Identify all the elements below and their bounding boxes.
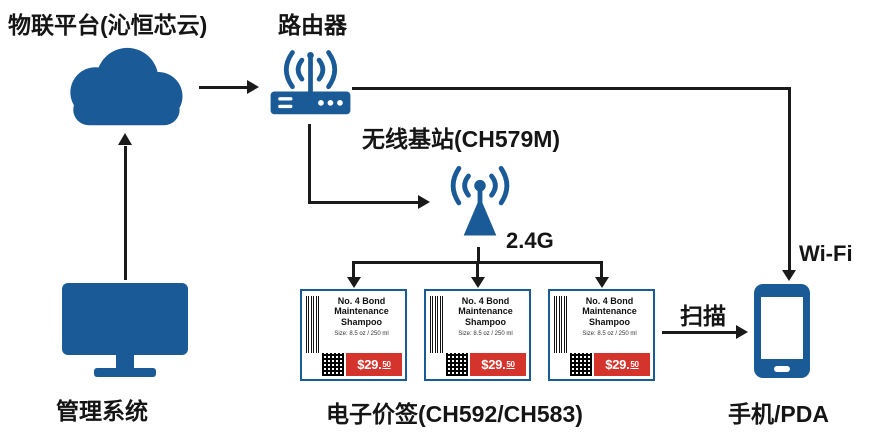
arrow-management-to-cloud-line (124, 146, 127, 280)
arrow-cloud-to-router-head (247, 80, 259, 94)
tag-price: $29.50 (346, 353, 402, 376)
tag-product-title: No. 4 Bond Maintenance Shampoo (334, 296, 389, 327)
arrow-router-to-phone-vline (788, 87, 791, 273)
arrow-bus-to-tag2-head (471, 277, 485, 288)
phone-icon (750, 282, 814, 380)
tag-product-size: Size: 8.5 oz / 250 ml (458, 331, 513, 337)
basestation-label: 无线基站(CH579M) (362, 126, 561, 152)
barcode-icon (306, 296, 319, 353)
basestation-antenna-icon (432, 156, 528, 246)
price-tag: No. 4 Bond Maintenance Shampoo Size: 8.5… (548, 289, 655, 381)
router-icon (263, 40, 358, 122)
wifi-label: Wi-Fi (799, 241, 853, 266)
tag-price-main: $29. (605, 357, 630, 372)
arrow-tags-to-phone-head (736, 325, 748, 339)
arrow-basestation-feed-line (477, 247, 480, 264)
qr-code-icon (322, 353, 344, 376)
price-tag: No. 4 Bond Maintenance Shampoo Size: 8.5… (300, 289, 407, 381)
scan-label: 扫描 (680, 303, 726, 329)
price-tag: No. 4 Bond Maintenance Shampoo Size: 8.5… (424, 289, 531, 381)
cloud-icon (52, 42, 197, 134)
tag-product-size: Size: 8.5 oz / 250 ml (582, 331, 637, 337)
arrow-bus-to-tag2-line (476, 261, 479, 279)
management-label: 管理系统 (56, 398, 148, 424)
rf-24g-label: 2.4G (506, 228, 554, 253)
tag-price-cents: 50 (382, 360, 391, 369)
tag-product-title: No. 4 Bond Maintenance Shampoo (458, 296, 513, 327)
tag-price: $29.50 (594, 353, 650, 376)
arrow-router-to-phone-hline (352, 87, 791, 90)
arrow-bus-to-tag1-line (352, 261, 355, 279)
barcode-icon (430, 296, 443, 353)
arrow-router-to-basestation-head (418, 195, 430, 209)
tag-product-title: No. 4 Bond Maintenance Shampoo (582, 296, 637, 327)
qr-code-icon (570, 353, 592, 376)
arrow-router-to-basestation-vline (308, 124, 311, 204)
arrow-cloud-to-router-line (199, 86, 249, 89)
arrow-bus-to-tag3-head (595, 277, 609, 288)
arrow-router-to-phone-head (782, 270, 796, 281)
router-label: 路由器 (278, 12, 347, 38)
arrow-bus-to-tag1-head (347, 277, 361, 288)
tag-price-main: $29. (357, 357, 382, 372)
tag-price-main: $29. (481, 357, 506, 372)
barcode-icon (554, 296, 567, 353)
arrow-bus-to-tag3-line (600, 261, 603, 279)
tag-price-cents: 50 (630, 360, 639, 369)
platform-label: 物联平台(沁恒芯云) (8, 12, 208, 38)
phone-label: 手机/PDA (728, 401, 829, 427)
tag-price-cents: 50 (506, 360, 515, 369)
tag-price: $29.50 (470, 353, 526, 376)
qr-code-icon (446, 353, 468, 376)
arrow-tags-to-phone-line (662, 331, 738, 334)
arrow-management-to-cloud-head (118, 133, 132, 145)
tag-product-size: Size: 8.5 oz / 250 ml (334, 331, 389, 337)
esl-group-label: 电子价签(CH592/CH583) (326, 401, 583, 427)
monitor-icon (60, 281, 190, 381)
arrow-router-to-basestation-hline (308, 201, 420, 204)
